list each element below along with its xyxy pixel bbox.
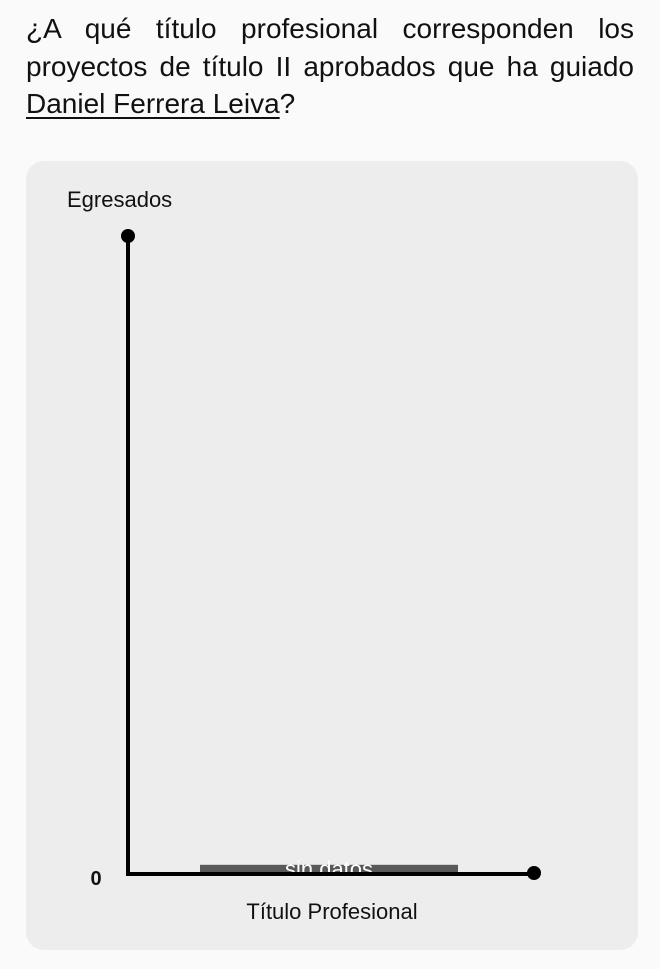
y-tick-label-0: 0 <box>90 868 101 890</box>
bars-layer: sin datos <box>200 856 458 881</box>
person-link[interactable]: Daniel Ferrera Leiva <box>26 88 280 119</box>
x-axis-end-dot <box>527 866 541 880</box>
bar-label-0: sin datos <box>285 856 373 881</box>
bar-chart: Egresados sin datos 0 Título Profesional <box>67 187 541 924</box>
question-prefix: ¿A qué título profesional corresponden l… <box>26 13 634 82</box>
bar-0 <box>200 864 458 872</box>
question-text: ¿A qué título profesional corresponden l… <box>26 10 634 123</box>
question-suffix: ? <box>279 88 296 119</box>
x-axis-title: Título Profesional <box>246 899 417 924</box>
chart-card: Egresados sin datos 0 Título Profesional <box>26 161 638 950</box>
y-axis-title: Egresados <box>67 187 172 212</box>
y-axis-end-dot <box>121 229 135 243</box>
